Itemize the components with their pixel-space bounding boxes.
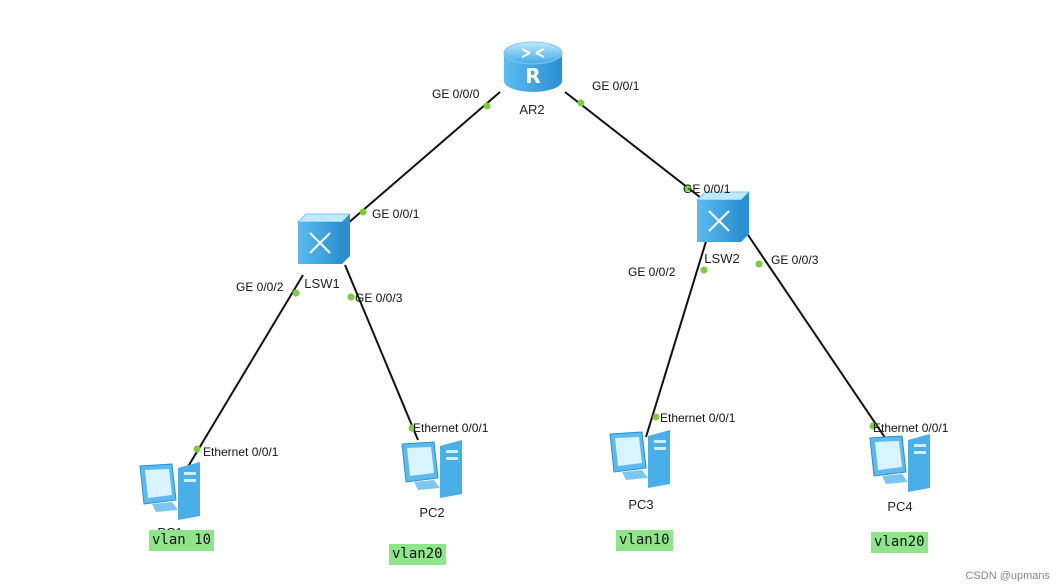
links [179, 91, 891, 481]
port-dot-ar2-right [577, 99, 585, 107]
router-icon: R [503, 41, 563, 92]
vlan-tag-pc4: vlan20 [871, 532, 928, 553]
svg-text:R: R [525, 64, 540, 88]
pc-label: PC2 [419, 505, 444, 520]
port-label-pc4: Ethernet 0/0/1 [873, 421, 949, 435]
port-dot-lsw1-right [347, 293, 355, 301]
vlan-tag-pc3: vlan10 [616, 530, 673, 551]
port-label-lsw2-up: GE 0/0/1 [683, 182, 731, 196]
vlan-tag-pc2: vlan20 [389, 544, 446, 565]
port-dot-pc3 [652, 413, 660, 421]
port-dot-ar2-left [483, 102, 491, 110]
port-label-lsw1-right: GE 0/0/3 [355, 291, 403, 305]
port-dot-lsw2-up [684, 184, 692, 192]
pc-icon [869, 434, 930, 492]
switch-icon [296, 213, 352, 264]
switch-label: LSW2 [704, 251, 739, 266]
port-dot-pc4 [869, 422, 877, 430]
port-dot-lsw1-up [359, 208, 367, 216]
pc-pc3[interactable]: PC3 [609, 430, 670, 512]
port-labels: GE 0/0/0 GE 0/0/1 GE 0/0/1 GE 0/0/2 GE 0… [203, 79, 949, 459]
port-label-pc3: Ethernet 0/0/1 [660, 411, 736, 425]
pc-label: PC3 [628, 497, 653, 512]
port-dot-lsw2-right [755, 260, 763, 268]
port-dot-lsw2-left [700, 266, 708, 274]
router-label: AR2 [519, 102, 544, 117]
switch-lsw2[interactable]: LSW2 [695, 191, 751, 266]
port-dots [193, 99, 877, 453]
pc-icon [609, 430, 670, 488]
port-dot-pc2 [408, 424, 416, 432]
port-label-ar2-right: GE 0/0/1 [592, 79, 640, 93]
switch-lsw1[interactable]: LSW1 [296, 213, 352, 291]
port-label-lsw1-left: GE 0/0/2 [236, 280, 284, 294]
watermark: CSDN @upmans [965, 570, 1050, 582]
link-lsw1-pc2 [344, 264, 419, 441]
port-label-lsw1-up: GE 0/0/1 [372, 207, 420, 221]
pc-pc1[interactable]: PC1 [139, 462, 200, 540]
switch-icon [695, 191, 751, 242]
port-dot-lsw1-left [292, 289, 300, 297]
port-label-pc2: Ethernet 0/0/1 [413, 421, 489, 435]
port-label-lsw2-left: GE 0/0/2 [628, 265, 676, 279]
pc-pc2[interactable]: PC2 [401, 440, 462, 520]
vlan-tag-pc1: vlan 10 [149, 530, 215, 551]
port-label-ar2-left: GE 0/0/0 [432, 87, 480, 101]
link-lsw2-pc4 [747, 234, 891, 446]
link-lsw1-pc1 [179, 274, 304, 481]
port-label-pc1: Ethernet 0/0/1 [203, 445, 279, 459]
link-lsw2-pc3 [645, 234, 709, 438]
pc-label: PC4 [887, 499, 912, 514]
router-ar2[interactable]: R AR2 [503, 41, 563, 117]
link-ar2-lsw1 [339, 91, 501, 231]
switch-label: LSW1 [304, 276, 339, 291]
port-dot-pc1 [193, 445, 201, 453]
pc-pc4[interactable]: PC4 [869, 434, 930, 514]
pc-icon [401, 440, 462, 498]
pc-icon [139, 462, 200, 520]
port-label-lsw2-right: GE 0/0/3 [771, 253, 819, 267]
